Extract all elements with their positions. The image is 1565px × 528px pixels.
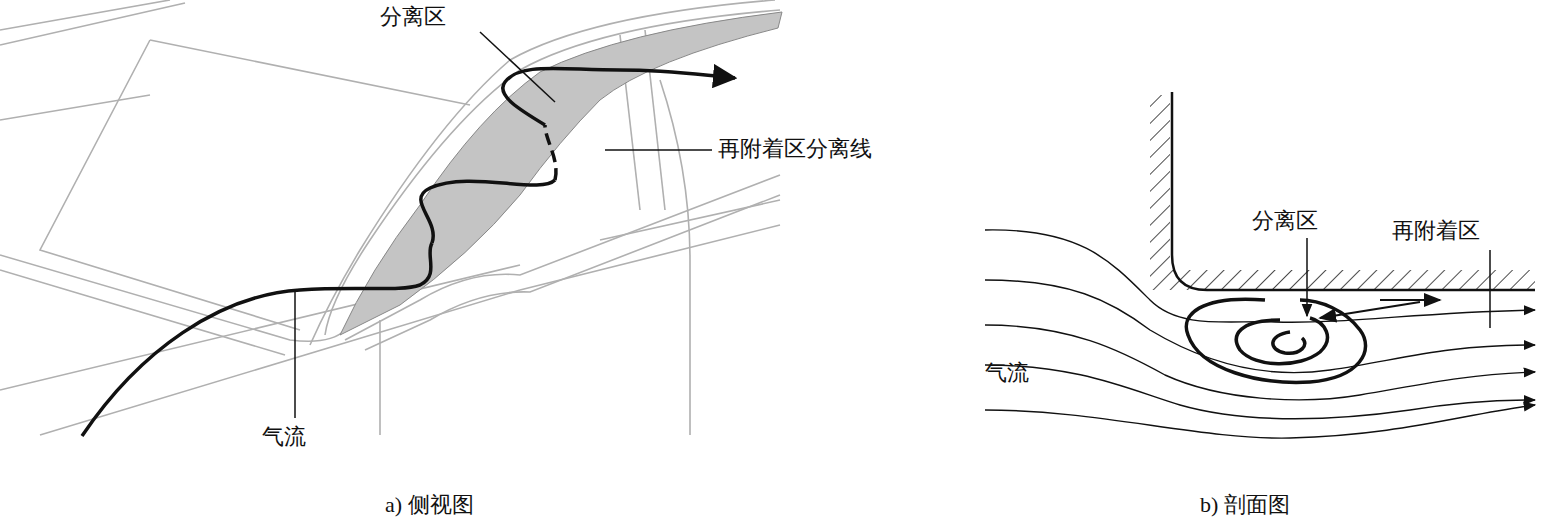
leader-line [1307, 238, 1490, 328]
wall [1150, 92, 1535, 290]
airflow-line [82, 68, 735, 436]
flow-label: 气流 [262, 424, 306, 449]
leader-line [295, 32, 712, 418]
region-label: 再附着区 [1392, 218, 1480, 243]
flow-label: 气流 [985, 360, 1029, 385]
subcaption: b) 剖面图 [1200, 492, 1290, 517]
region-label: 分离区 [380, 4, 446, 29]
vortex [1186, 299, 1440, 382]
car-outline [0, 0, 780, 435]
line-label: 再附着区分离线 [718, 136, 872, 161]
region-label: 分离区 [1252, 208, 1318, 233]
streamline [985, 230, 1535, 438]
subcaption: a) 侧视图 [385, 492, 474, 517]
